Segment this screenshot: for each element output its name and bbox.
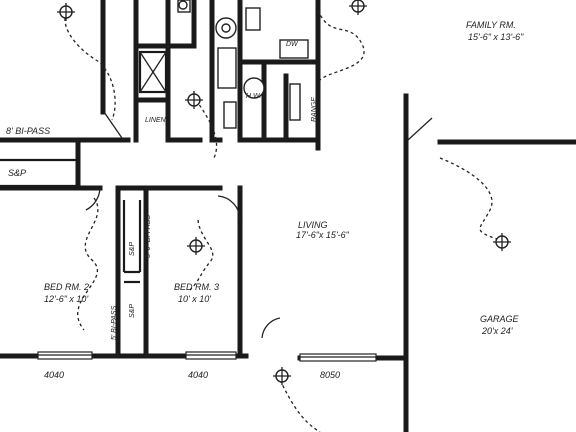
- family-room-name: FAMILY RM.: [466, 20, 516, 30]
- bedroom-3-size: 10' x 10': [178, 294, 211, 304]
- kitchen-walls: [0, 0, 321, 151]
- window-label-3: 8050: [320, 370, 340, 380]
- range-label: RANGE: [311, 97, 318, 122]
- light-fixture-icon: [185, 91, 203, 109]
- room-labels: FAMILY RM. 15'-6" x 13'-6" LIVING 17'-6"…: [44, 20, 524, 336]
- linen-label: LINEN: [145, 117, 167, 124]
- garage-name: GARAGE: [480, 314, 520, 324]
- light-fixture-icon: [273, 367, 291, 385]
- hall-walls: 8' BI-PASS S&P: [0, 126, 103, 191]
- garage-walls: [297, 93, 576, 432]
- light-fixture-icon: [349, 0, 367, 15]
- light-fixture-icon: [57, 3, 75, 21]
- kitchen-fixtures: DW H.W. RANGE LINEN: [145, 0, 318, 129]
- bedroom-2-name: BED RM. 2: [44, 282, 89, 292]
- sp-label: S&P: [8, 168, 26, 178]
- dw-label: DW: [286, 41, 299, 48]
- living-room-name: LIVING: [298, 220, 328, 230]
- window-label-1: 4040: [44, 370, 64, 380]
- bipass-label-top: 8' BI-PASS: [6, 126, 50, 136]
- garage-size: 20'x 24': [481, 326, 513, 336]
- sp-vert-label: S&P: [129, 242, 136, 256]
- window-label-2: 4040: [188, 370, 208, 380]
- light-fixture-icon: [187, 237, 205, 255]
- living-room-size: 17'-6"x 15'-6": [296, 230, 350, 240]
- light-fixture-icon: [493, 233, 511, 251]
- bedroom-walls: S&P 5'-6" BI-PASS 5' BI-PASS S&P: [0, 185, 249, 359]
- light-fixtures: [57, 0, 511, 385]
- doors: [85, 111, 433, 339]
- electrical-runs: [64, 9, 501, 432]
- bipass-vert-label-1: 5'-6" BI-PASS: [145, 215, 152, 258]
- hw-label: H.W.: [246, 93, 261, 100]
- sp-vert-label-2: S&P: [129, 304, 136, 318]
- sink-icon: [245, 7, 261, 31]
- family-room-size: 15'-6" x 13'-6": [468, 32, 524, 42]
- bedroom-3-name: BED RM. 3: [174, 282, 219, 292]
- water-heater-icon: [243, 77, 265, 99]
- bedroom-2-size: 12'-6" x 10': [44, 294, 88, 304]
- windows: 4040 4040 8050: [37, 351, 377, 380]
- bipass-vert-label-2: 5' BI-PASS: [111, 305, 118, 340]
